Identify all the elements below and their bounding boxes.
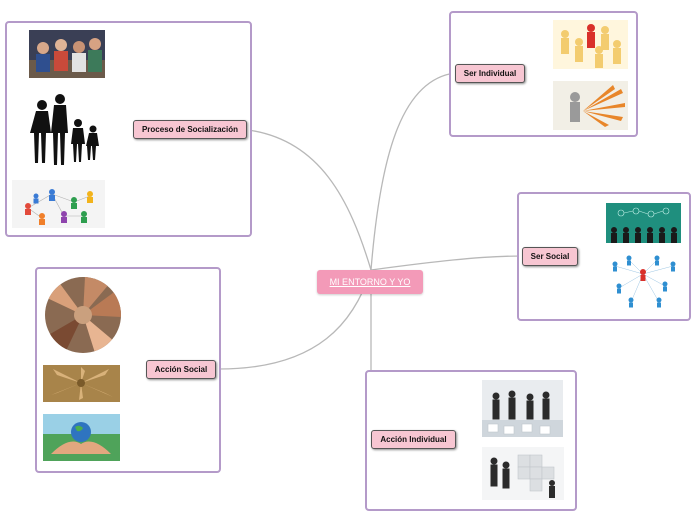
connected-people-board-icon: [606, 203, 681, 243]
node-ser-social[interactable]: Ser Social: [522, 247, 578, 266]
red-figure-crowd-icon: [553, 20, 628, 69]
family-silhouette-icon: [28, 91, 105, 168]
figure-arrows-icon: [553, 81, 628, 130]
business-puzzle-photo: [482, 447, 564, 500]
node-accion-individual[interactable]: Acción Individual: [371, 430, 456, 449]
central-topic[interactable]: MI ENTORNO Y YO: [317, 270, 423, 294]
social-network-figures-icon: [12, 180, 105, 228]
classroom-people-photo: [29, 30, 105, 78]
joined-hands-photo: [45, 277, 121, 353]
business-people-photo: [482, 380, 563, 437]
node-ser-individual[interactable]: Ser Individual: [455, 64, 525, 83]
node-proceso-de-socializacion[interactable]: Proceso de Socialización: [133, 120, 247, 139]
hands-globe-photo: [43, 414, 120, 461]
people-network-icon: [603, 252, 683, 312]
hands-circle-photo: [43, 365, 120, 402]
node-accion-social[interactable]: Acción Social: [146, 360, 216, 379]
